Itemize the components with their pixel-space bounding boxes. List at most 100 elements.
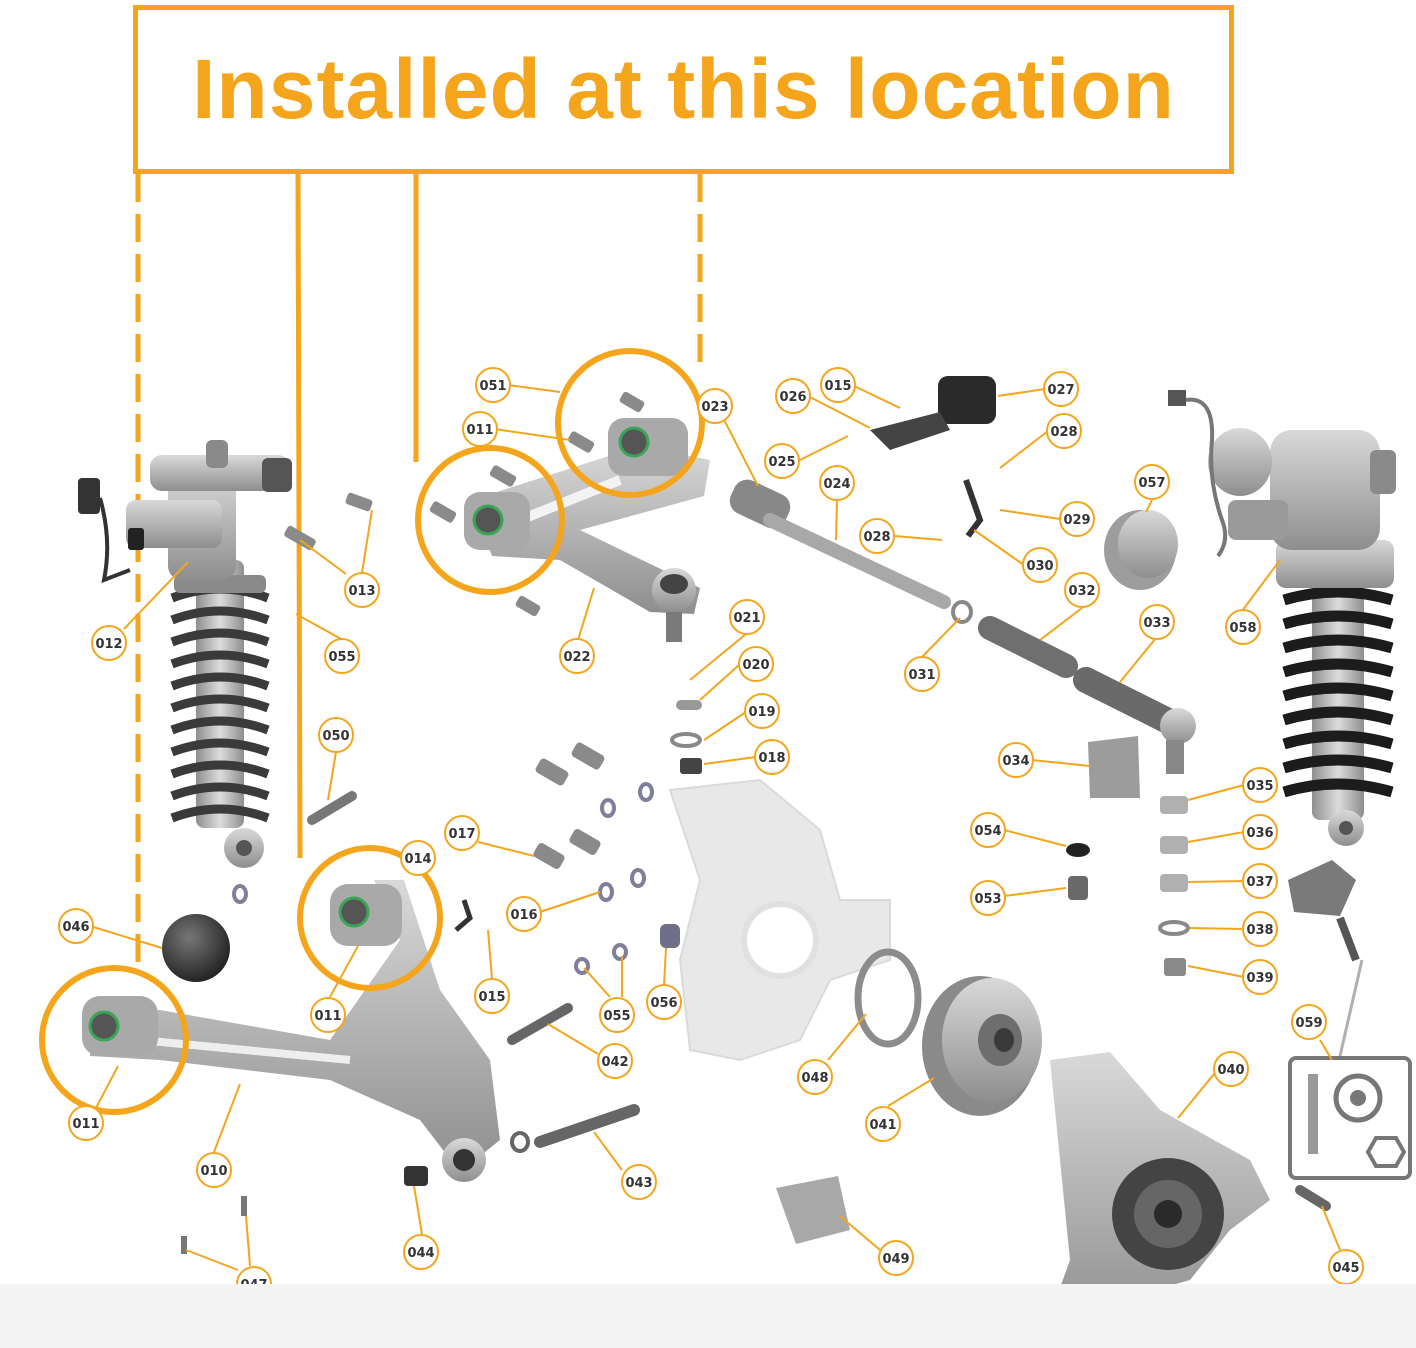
svg-text:027: 027 — [1047, 383, 1074, 398]
callout-041: 041 — [865, 1106, 901, 1142]
callout-022: 022 — [559, 638, 595, 674]
callout-032: 032 — [1064, 572, 1100, 608]
svg-text:018: 018 — [758, 751, 785, 766]
svg-text:021: 021 — [733, 611, 760, 626]
callout-053: 053 — [970, 880, 1006, 916]
callout-028: 028 — [859, 518, 895, 554]
callout-056: 056 — [646, 984, 682, 1020]
right-steering-knuckle — [1050, 1052, 1270, 1330]
svg-text:031: 031 — [908, 668, 935, 683]
callout-015: 015 — [820, 367, 856, 403]
callout-layer: 051 023 011 015 026 027 028 025 024 029 … — [58, 367, 1364, 1302]
lower-control-arm — [82, 880, 500, 1186]
svg-text:037: 037 — [1246, 875, 1273, 890]
callout-050: 050 — [318, 717, 354, 753]
svg-text:011: 011 — [314, 1009, 341, 1024]
svg-text:013: 013 — [348, 584, 375, 599]
guide-lines — [135, 173, 703, 970]
callout-028: 028 — [1046, 413, 1082, 449]
right-coilover-shock — [1168, 390, 1396, 846]
svg-text:057: 057 — [1138, 476, 1165, 491]
callout-010: 010 — [196, 1152, 232, 1188]
svg-text:012: 012 — [95, 637, 122, 652]
svg-text:014: 014 — [404, 852, 431, 867]
callout-015: 015 — [474, 978, 510, 1014]
svg-text:051: 051 — [479, 379, 506, 394]
callout-051: 051 — [475, 367, 511, 403]
highlight-circles — [39, 348, 705, 1115]
svg-text:019: 019 — [748, 705, 775, 720]
leader-lines — [89, 384, 1341, 1271]
svg-text:059: 059 — [1295, 1016, 1322, 1031]
callout-054: 054 — [970, 812, 1006, 848]
callout-049: 049 — [878, 1240, 914, 1276]
svg-text:045: 045 — [1332, 1261, 1359, 1276]
svg-text:028: 028 — [1050, 425, 1077, 440]
svg-text:011: 011 — [72, 1117, 99, 1132]
footer-band — [0, 1284, 1416, 1348]
ghost-steering-knuckle — [668, 778, 891, 1062]
callout-011: 011 — [68, 1105, 104, 1141]
callout-034: 034 — [998, 742, 1034, 778]
svg-text:050: 050 — [322, 729, 349, 744]
svg-text:024: 024 — [823, 477, 850, 492]
callout-025: 025 — [764, 443, 800, 479]
callout-039: 039 — [1242, 959, 1278, 995]
svg-text:025: 025 — [768, 455, 795, 470]
svg-text:011: 011 — [466, 423, 493, 438]
svg-text:015: 015 — [824, 379, 851, 394]
highlight-circle-lower-front — [39, 965, 189, 1115]
callout-027: 027 — [1043, 371, 1079, 407]
svg-text:041: 041 — [869, 1118, 896, 1133]
stabilizer-bracket — [870, 376, 996, 538]
snap-ring — [854, 948, 922, 1048]
svg-text:055: 055 — [603, 1009, 630, 1024]
callout-031: 031 — [904, 656, 940, 692]
callout-044: 044 — [403, 1234, 439, 1270]
svg-text:032: 032 — [1068, 584, 1095, 599]
svg-text:043: 043 — [625, 1176, 652, 1191]
callout-011: 011 — [462, 411, 498, 447]
svg-text:049: 049 — [882, 1252, 909, 1267]
inset-detail-box — [1288, 959, 1412, 1180]
svg-text:017: 017 — [448, 827, 475, 842]
callout-016: 016 — [506, 896, 542, 932]
svg-text:020: 020 — [742, 658, 769, 673]
svg-text:023: 023 — [701, 400, 728, 415]
svg-text:026: 026 — [779, 390, 806, 405]
svg-text:029: 029 — [1063, 513, 1090, 528]
callout-036: 036 — [1242, 814, 1278, 850]
svg-text:015: 015 — [478, 990, 505, 1005]
washers — [232, 782, 654, 975]
svg-text:038: 038 — [1246, 923, 1273, 938]
callout-055: 055 — [599, 997, 635, 1033]
callout-021: 021 — [729, 599, 765, 635]
svg-text:035: 035 — [1246, 779, 1273, 794]
svg-text:028: 028 — [863, 530, 890, 545]
callout-045: 045 — [1328, 1249, 1364, 1285]
callout-017: 017 — [444, 815, 480, 851]
svg-text:039: 039 — [1246, 971, 1273, 986]
callout-024: 024 — [819, 465, 855, 501]
svg-text:044: 044 — [407, 1246, 434, 1261]
bump-stop-ball — [162, 914, 230, 982]
svg-text:030: 030 — [1026, 559, 1053, 574]
callout-037: 037 — [1242, 863, 1278, 899]
callout-055: 055 — [324, 638, 360, 674]
dust-cap — [1104, 510, 1178, 590]
installed-location-banner: Installed at this location — [133, 5, 1234, 174]
callout-029: 029 — [1059, 501, 1095, 537]
callout-030: 030 — [1022, 547, 1058, 583]
svg-text:040: 040 — [1217, 1063, 1244, 1078]
svg-text:010: 010 — [200, 1164, 227, 1179]
svg-text:055: 055 — [328, 650, 355, 665]
callout-040: 040 — [1213, 1051, 1249, 1087]
svg-text:022: 022 — [563, 650, 590, 665]
callout-020: 020 — [738, 646, 774, 682]
callout-035: 035 — [1242, 767, 1278, 803]
svg-text:053: 053 — [974, 892, 1001, 907]
left-coilover-shock — [78, 440, 292, 868]
svg-text:054: 054 — [974, 824, 1001, 839]
callout-023: 023 — [697, 388, 733, 424]
